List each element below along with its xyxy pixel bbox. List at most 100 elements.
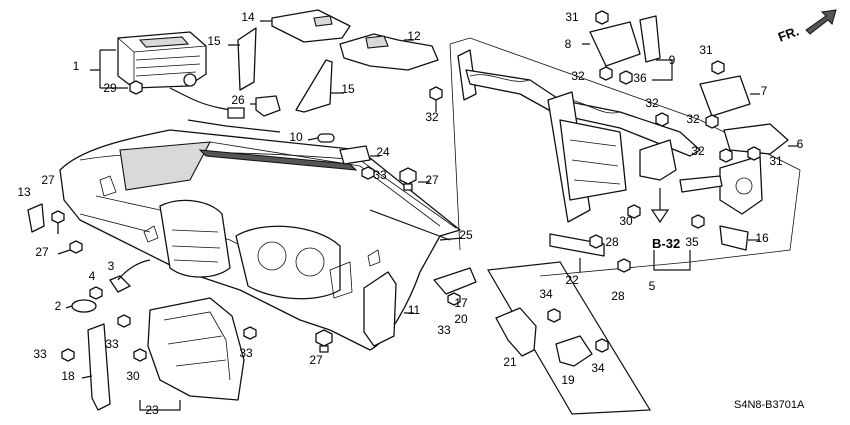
callout-c24: 24 [376, 145, 390, 159]
callout-c34a: 34 [539, 287, 553, 301]
callout-c33b: 33 [105, 337, 119, 351]
screw-33c [61, 348, 75, 362]
airbag-wire [169, 87, 241, 113]
bracket-17 [433, 267, 477, 295]
callout-c2: 2 [55, 299, 62, 313]
bracket-8 [589, 21, 641, 67]
nut-30a [133, 348, 147, 362]
front-direction-arrow-icon [805, 9, 837, 35]
bolt-32c [655, 112, 669, 127]
callout-c4: 4 [89, 269, 96, 283]
callout-c14: 14 [241, 10, 255, 24]
callout-c15b: 15 [341, 82, 355, 96]
screw-34b [595, 338, 609, 353]
bracket-9 [639, 15, 661, 63]
screw-33a [361, 166, 375, 180]
callout-c32e: 32 [691, 144, 705, 158]
nut-28a [589, 234, 603, 249]
front-direction-label: FR. [776, 23, 801, 44]
instrument-panel-assembly [59, 129, 461, 351]
callout-c15a: 15 [207, 34, 221, 48]
drawing-code: S4N8-B3701A [734, 399, 805, 411]
switch-3 [109, 275, 131, 293]
callout-c33e: 33 [437, 323, 451, 337]
callout-c33d: 33 [239, 346, 253, 360]
callout-c28b: 28 [611, 289, 625, 303]
callout-c30b: 30 [619, 214, 633, 228]
trim-strip-25 [187, 119, 451, 241]
bracket-26 [255, 95, 281, 117]
callout-c30a: 30 [126, 369, 140, 383]
side-panel-15b [295, 59, 333, 113]
callout-c25: 25 [459, 228, 473, 242]
passenger-airbag-module [117, 31, 207, 89]
callout-c35: 35 [685, 235, 699, 249]
callout-c6: 6 [797, 137, 804, 151]
section-box-border [487, 261, 652, 415]
callout-c27b: 27 [41, 173, 55, 187]
bolt-31a [595, 10, 609, 25]
bolt-27a [399, 167, 417, 191]
callout-c19: 19 [561, 373, 575, 387]
callout-c32d: 32 [686, 112, 700, 126]
screw-33b [117, 314, 131, 328]
callout-c27d: 27 [309, 353, 323, 367]
glovebox-frame-23 [147, 297, 245, 401]
callout-c34b: 34 [591, 361, 605, 375]
bolt-32e [719, 148, 733, 163]
callout-c31a: 31 [565, 10, 579, 24]
callout-c16: 16 [755, 231, 769, 245]
bracket-7 [699, 75, 751, 117]
bolt-31c [747, 146, 761, 161]
callout-c7: 7 [761, 84, 768, 98]
bolt-32d [705, 114, 719, 129]
callout-c20: 20 [454, 312, 468, 326]
callout-c22: 22 [565, 273, 579, 287]
callout-c5: 5 [649, 279, 656, 293]
bracket-21 [495, 307, 537, 357]
callout-c3: 3 [108, 259, 115, 273]
section-reference-label: B-32 [652, 236, 680, 251]
bolt-29 [129, 80, 143, 95]
side-panel-15a [237, 27, 257, 91]
callout-c1: 1 [73, 59, 80, 73]
bolt-27b [51, 210, 65, 234]
callout-c11: 11 [408, 303, 421, 317]
clip-4 [89, 286, 103, 300]
callout-c13: 13 [17, 185, 31, 199]
nut-28b [617, 258, 631, 273]
callout-c33c: 33 [33, 347, 47, 361]
screw-34a [547, 308, 561, 323]
bolt-32a [429, 86, 443, 101]
bracket-22 [549, 233, 605, 257]
bracket-19 [555, 335, 593, 367]
cover-13 [27, 203, 45, 233]
bolt-35 [691, 214, 705, 229]
callout-c9: 9 [669, 53, 676, 67]
bracket-18 [87, 323, 111, 411]
callout-c8: 8 [565, 37, 572, 51]
bracket-24 [339, 145, 371, 165]
callout-c29: 29 [103, 81, 117, 95]
screw-33e [447, 292, 461, 306]
callout-c32a: 32 [425, 110, 439, 124]
callout-c26: 26 [231, 93, 245, 107]
callout-c31c: 31 [769, 154, 783, 168]
callout-c33a: 33 [373, 168, 387, 182]
callout-c18: 18 [61, 369, 75, 383]
bracket-6 [723, 123, 789, 155]
callout-c12: 12 [407, 29, 421, 43]
callout-c10: 10 [289, 130, 303, 144]
callout-c36: 36 [633, 71, 647, 85]
airbag-connector [227, 107, 245, 119]
bolt-31b [711, 60, 725, 75]
bracket-16 [719, 225, 749, 251]
screw-33d [243, 326, 257, 340]
callout-c27a: 27 [425, 173, 439, 187]
callout-c31b: 31 [699, 43, 713, 57]
callout-c28a: 28 [605, 235, 619, 249]
